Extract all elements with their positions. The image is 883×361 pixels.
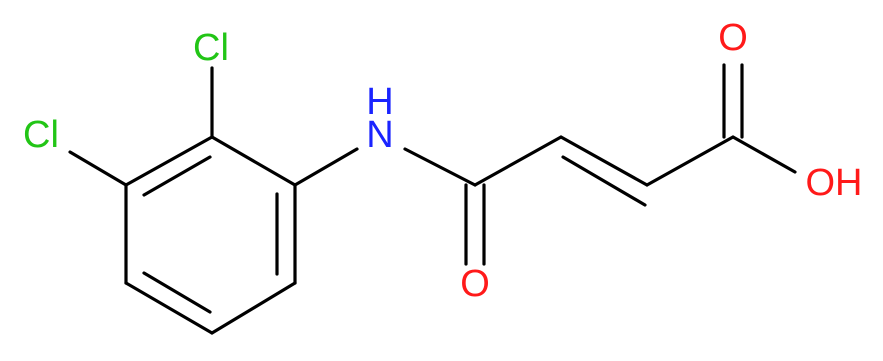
bond-n-c7 [403, 147, 477, 187]
chlorine-left-label: Cl [23, 114, 59, 156]
bond-c2-c3 [124, 135, 214, 187]
nh-h-label: H [366, 81, 393, 123]
bond-c8-c9-inner [561, 155, 647, 207]
bond-c9-c10 [645, 135, 735, 187]
bond-c4-c5 [124, 281, 214, 335]
nh-n-label: N [366, 114, 393, 156]
benzene-ring [124, 135, 297, 335]
bond-c1-c2 [210, 135, 297, 187]
bond-c8-c9 [559, 135, 649, 187]
chlorine-top-label: Cl [193, 27, 229, 69]
bond-c7-c8 [473, 135, 563, 187]
bond-c5-c6 [210, 281, 297, 335]
bond-c3-cl [68, 150, 128, 187]
bond-c10-oh [731, 135, 797, 174]
hydroxyl-label: OH [806, 162, 863, 204]
acid-oxygen-label: O [718, 17, 748, 59]
bond-c1-n [293, 147, 359, 187]
amide-oxygen-label: O [460, 263, 490, 305]
bond-c4-c5-inner [142, 271, 212, 314]
bond-c2-c3-inner [142, 155, 212, 197]
